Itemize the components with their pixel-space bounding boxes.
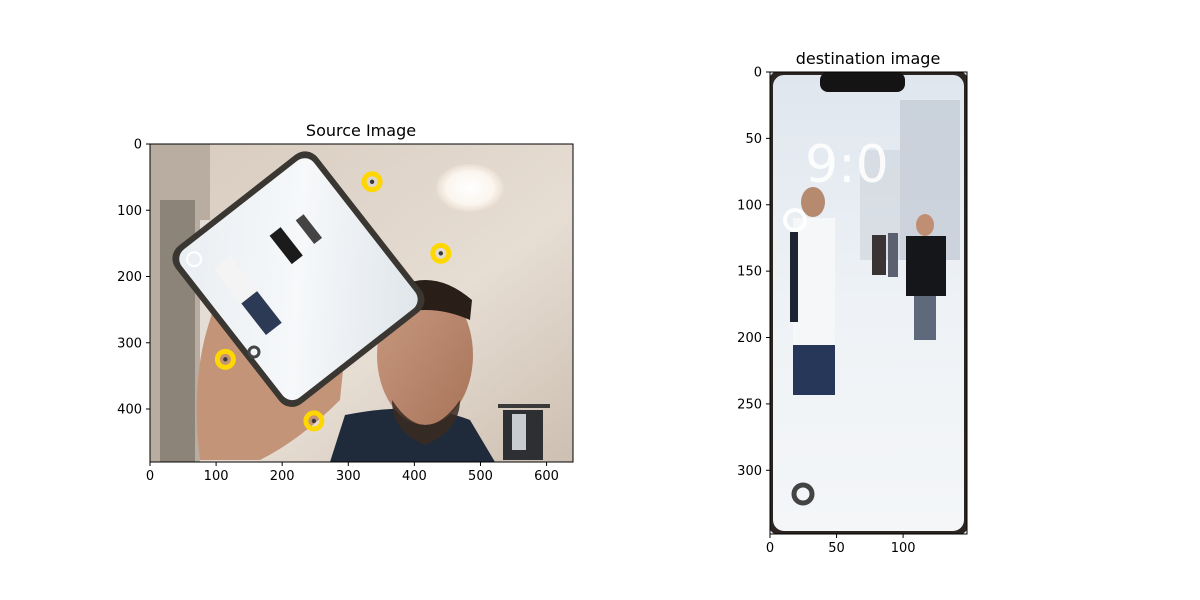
x-tick-label: 0 bbox=[146, 469, 154, 484]
y-tick-label: 250 bbox=[737, 397, 762, 412]
x-tick-label: 300 bbox=[336, 469, 361, 484]
keypoint-center bbox=[369, 179, 375, 184]
y-tick-label: 100 bbox=[117, 204, 142, 219]
keypoint-center bbox=[438, 251, 444, 256]
keypoint-marker bbox=[214, 348, 236, 370]
source-photo bbox=[150, 144, 573, 462]
source-image-title: Source Image bbox=[305, 121, 417, 140]
x-tick-label: 100 bbox=[891, 541, 916, 556]
y-tick-label: 300 bbox=[737, 464, 762, 479]
y-tick-label: 0 bbox=[754, 66, 762, 81]
y-tick-label: 400 bbox=[117, 403, 142, 418]
y-tick-label: 150 bbox=[737, 265, 762, 280]
x-tick-label: 600 bbox=[534, 469, 559, 484]
svg-text:9:0: 9:0 bbox=[805, 135, 889, 195]
destination-image-title: destination image bbox=[795, 49, 941, 68]
y-tick-label: 100 bbox=[737, 198, 762, 213]
ceiling-lamp bbox=[436, 164, 504, 212]
keypoint-center bbox=[311, 418, 317, 424]
keypoint-marker bbox=[303, 410, 325, 432]
source-x-ticks: 0 100 200 300 400 500 600 bbox=[146, 462, 559, 484]
keypoint-center bbox=[223, 357, 228, 362]
x-tick-label: 0 bbox=[766, 541, 774, 556]
x-tick-label: 400 bbox=[402, 469, 427, 484]
source-axes-frame bbox=[149, 143, 574, 463]
y-tick-label: 50 bbox=[745, 132, 762, 147]
keypoint-markers bbox=[214, 171, 452, 432]
destination-y-ticks: 0 50 100 150 200 250 300 bbox=[737, 66, 770, 479]
x-tick-label: 50 bbox=[828, 541, 845, 556]
y-tick-label: 200 bbox=[117, 270, 142, 285]
y-tick-label: 300 bbox=[117, 336, 142, 351]
keypoint-marker bbox=[430, 242, 452, 264]
keypoint-marker bbox=[361, 171, 383, 193]
destination-axes-frame bbox=[769, 71, 968, 535]
destination-x-ticks: 0 50 100 bbox=[766, 534, 916, 556]
destination-photo: 9:0 bbox=[770, 72, 967, 534]
y-tick-label: 0 bbox=[134, 138, 142, 153]
x-tick-label: 200 bbox=[270, 469, 295, 484]
x-tick-label: 100 bbox=[204, 469, 229, 484]
source-y-ticks: 0 100 200 300 400 bbox=[117, 138, 150, 418]
y-tick-label: 200 bbox=[737, 331, 762, 346]
x-tick-label: 500 bbox=[468, 469, 493, 484]
